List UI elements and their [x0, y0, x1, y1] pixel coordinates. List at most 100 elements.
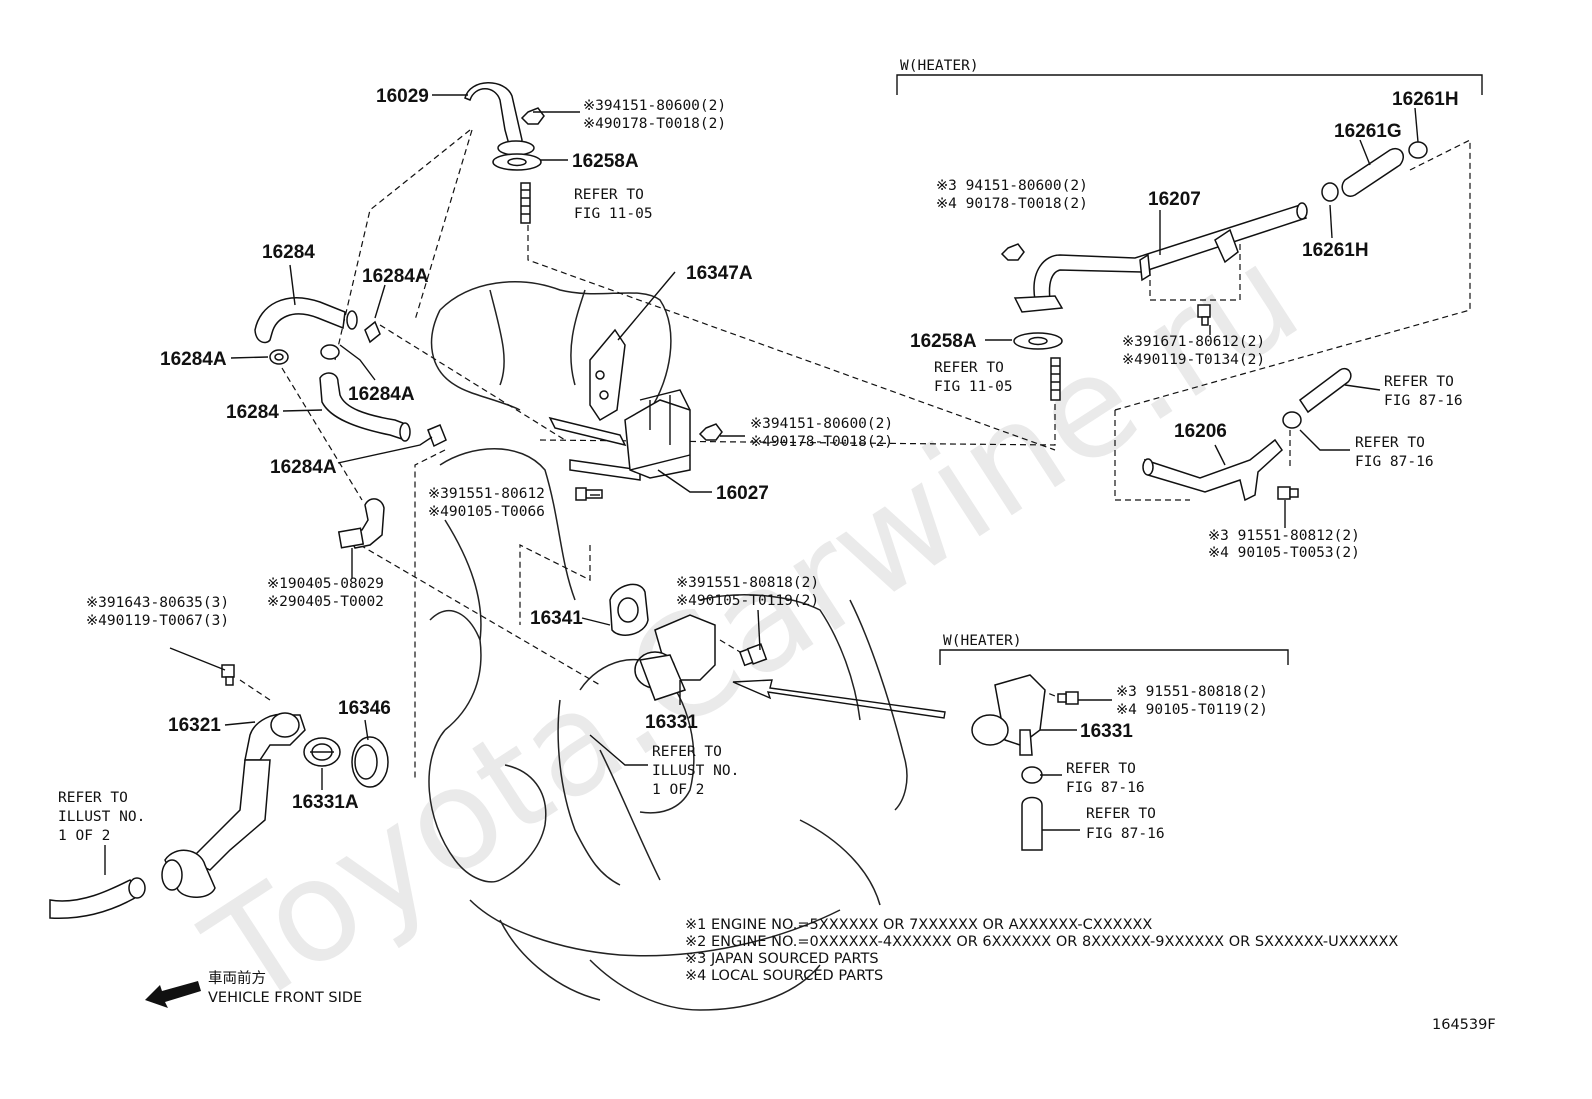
label-16029: 16029: [376, 86, 429, 107]
label-16347A: 16347A: [686, 263, 753, 284]
bolt-icon: [221, 664, 235, 686]
callout-nut-top-1: ※394151-80600(2): [583, 98, 726, 114]
label-16284-upper: 16284: [262, 242, 315, 263]
refer-fig8716-b-l1: REFER TO: [1355, 435, 1425, 451]
stud-top: [520, 182, 531, 224]
footnote-3: ※3 JAPAN SOURCED PARTS: [685, 951, 879, 967]
refer-fig8716-d-l1: REFER TO: [1086, 806, 1156, 822]
footnote-2: ※2 ENGINE NO.=0XXXXXX-4XXXXXX OR 6XXXXXX…: [685, 934, 1398, 950]
clamp-16284A-c: [320, 344, 340, 360]
engine-block-outline: [428, 281, 908, 1011]
refer-fig8716-b-l2: FIG 87-16: [1355, 454, 1434, 470]
callout-heater-bolt-1: ※391671-80612(2): [1122, 334, 1265, 350]
refer-labels: REFER TO FIG 11-05 REFER TO FIG 11-05 RE…: [58, 187, 1463, 844]
bolt-icon: [1197, 304, 1211, 326]
refer-fig8716-a-l1: REFER TO: [1384, 374, 1454, 390]
label-16284-lower: 16284: [226, 402, 279, 423]
callout-bolt-16027-2: ※490105-T0066: [428, 504, 545, 520]
refer-fig1105-right-l2: FIG 11-05: [934, 379, 1013, 395]
front-side-jp: 車両前方: [208, 970, 266, 987]
leader-lines: [104, 94, 1419, 875]
clamp-pipe-190405: [337, 498, 385, 549]
refer-illust-center-l3: 1 OF 2: [652, 782, 704, 798]
refer-illust-left-l3: 1 OF 2: [58, 828, 110, 844]
label-16284A-lower: 16284A: [270, 457, 337, 478]
label-16346: 16346: [338, 698, 391, 719]
callout-clamp-2: ※290405-T0002: [267, 594, 384, 610]
hose-16261G: [1341, 148, 1404, 197]
heater-bottom-bracket: [939, 649, 1289, 665]
inlet-16331-center: [634, 614, 716, 701]
gasket-16346: [351, 736, 389, 788]
bolt-icon: [738, 643, 768, 667]
label-16261H-mid: 16261H: [1302, 240, 1369, 261]
clamp-16261H-top: [1408, 141, 1428, 159]
pipe-16206: [1142, 438, 1283, 502]
callout-bolt-16331r-1: ※3 91551-80818(2): [1116, 684, 1268, 700]
label-16261H-top: 16261H: [1392, 89, 1459, 110]
refer-fig1105-right-l1: REFER TO: [934, 360, 1004, 376]
callout-heater-nut-2: ※4 90178-T0018(2): [936, 196, 1088, 212]
label-16284A-mid: 16284A: [348, 384, 415, 405]
callout-labels: ※394151-80600(2) ※490178-T0018(2) ※39415…: [86, 98, 1360, 718]
refer-illust-center-l1: REFER TO: [652, 744, 722, 760]
refer-fig1105-top-l1: REFER TO: [574, 187, 644, 203]
arrow-to-heater: [732, 679, 946, 719]
inlet-16331-right: [971, 674, 1046, 756]
label-16258A-top: 16258A: [572, 151, 639, 172]
clamp-16261H-mid: [1321, 182, 1339, 202]
callout-bolt-16321-1: ※391643-80635(3): [86, 595, 229, 611]
callout-bolt-16206-2: ※4 90105-T0053(2): [1208, 545, 1360, 561]
hose-16206-end: [1298, 368, 1352, 414]
label-16331-center: 16331: [645, 712, 698, 733]
thermostat-16331A: [303, 737, 341, 767]
clamp-heater-lower: [1021, 766, 1043, 784]
hose-heater-lower: [1021, 796, 1043, 851]
dashed-guides: [239, 129, 1471, 780]
refer-fig8716-a-l2: FIG 87-16: [1384, 393, 1463, 409]
callout-nut-top-2: ※490178-T0018(2): [583, 116, 726, 132]
label-16284A-top: 16284A: [362, 266, 429, 287]
refer-fig8716-d-l2: FIG 87-16: [1086, 826, 1165, 842]
refer-illust-left-l1: REFER TO: [58, 790, 128, 806]
gasket-16258A-top: [492, 153, 542, 171]
refer-illust-left-l2: ILLUST NO.: [58, 809, 145, 825]
footnote-4: ※4 LOCAL SOURCED PARTS: [685, 968, 883, 984]
heater-bottom-header: W(HEATER): [943, 633, 1022, 649]
label-16027: 16027: [716, 483, 769, 504]
callout-bolt-16331r-2: ※4 90105-T0119(2): [1116, 702, 1268, 718]
clamp-16284A-a: [364, 320, 381, 344]
callout-bolt-16027-1: ※391551-80612: [428, 486, 545, 502]
part-labels: 16029 16258A 16284 16284A 16284A 16284A …: [160, 86, 1459, 813]
label-16341: 16341: [530, 608, 583, 629]
bolt-icon: [1057, 691, 1079, 705]
heater-top-bracket: [896, 74, 1483, 95]
callout-bolt-16321-2: ※490119-T0067(3): [86, 613, 229, 629]
refer-fig8716-c-l1: REFER TO: [1066, 761, 1136, 777]
callout-nut-mid-2: ※490178-T0018(2): [750, 434, 893, 450]
hose-16284-lower: [319, 372, 411, 442]
callout-bolt-16331-2: ※490105-T0119(2): [676, 593, 819, 609]
gasket-16347A: [589, 328, 626, 422]
callout-heater-nut-1: ※3 94151-80600(2): [936, 178, 1088, 194]
footnote-1: ※1 ENGINE NO.=5XXXXXX OR 7XXXXXX OR AXXX…: [685, 917, 1152, 933]
figure-code: 164539F: [1432, 1017, 1496, 1033]
refer-fig8716-c-l2: FIG 87-16: [1066, 780, 1145, 796]
heater-top-header: W(HEATER): [900, 58, 979, 74]
label-16206: 16206: [1174, 421, 1227, 442]
label-16331-right: 16331: [1080, 721, 1133, 742]
hose-lower-left: [49, 877, 146, 919]
pipe-16027: [548, 389, 691, 481]
clamp-16284A-d: [427, 424, 447, 448]
label-16261G: 16261G: [1334, 121, 1402, 142]
label-16258A-right: 16258A: [910, 331, 977, 352]
stud-right: [1050, 357, 1061, 401]
gasket-16341: [609, 583, 649, 636]
pipe-16321: [161, 712, 306, 898]
front-side-en: VEHICLE FRONT SIDE: [208, 990, 362, 1006]
callout-bolt-16206-1: ※3 91551-80812(2): [1208, 528, 1360, 544]
label-16331A: 16331A: [292, 792, 359, 813]
nut-icon: [698, 423, 723, 441]
bolt-icon: [1277, 486, 1299, 500]
refer-illust-center-l2: ILLUST NO.: [652, 763, 739, 779]
